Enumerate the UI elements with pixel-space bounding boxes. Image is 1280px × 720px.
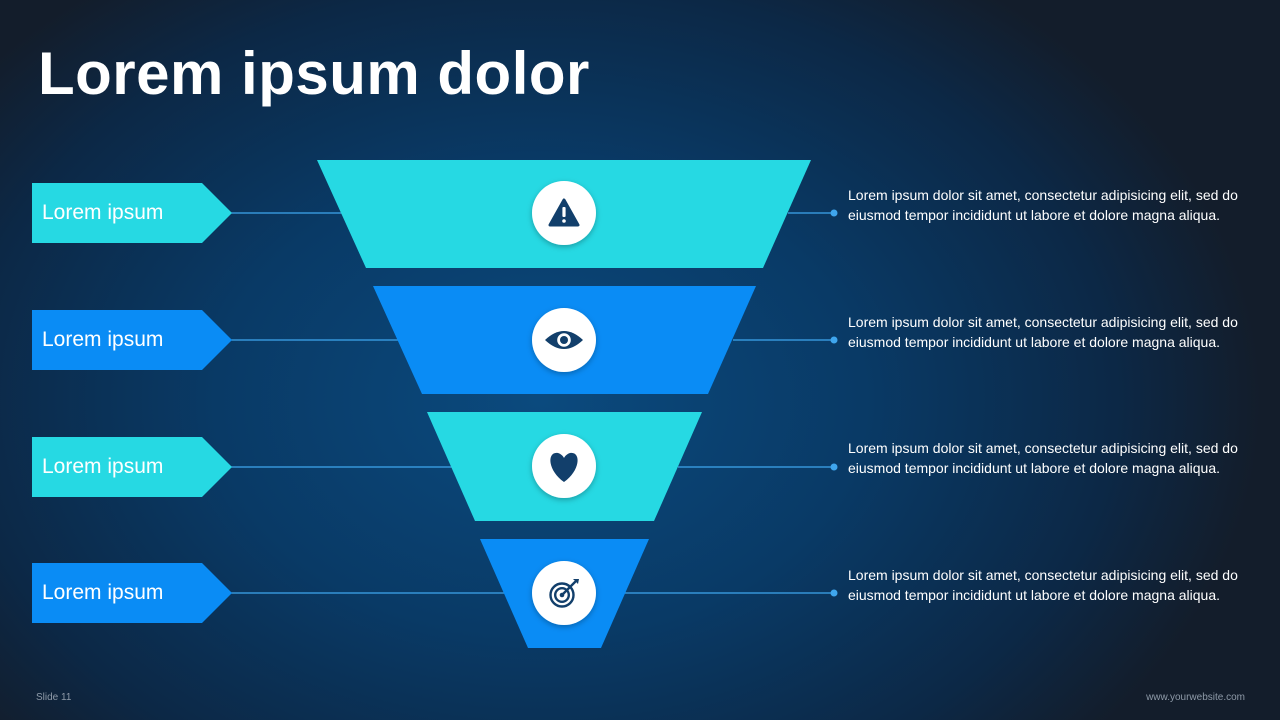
warning-icon	[548, 198, 580, 227]
connector-dot-1	[830, 209, 838, 217]
stage-label-2-text: Lorem ipsum	[42, 328, 164, 351]
connector-dot-2	[830, 336, 838, 344]
website-link: www.yourwebsite.com	[1146, 692, 1245, 703]
connector-dot-4	[830, 589, 838, 597]
stage-description-4: Lorem ipsum dolor sit amet, consectetur …	[848, 567, 1238, 603]
stage-label-1-text: Lorem ipsum	[42, 201, 164, 224]
stage-label-3: Lorem ipsum	[32, 437, 232, 497]
stage-label-3-text: Lorem ipsum	[42, 455, 164, 478]
stage-label-2: Lorem ipsum	[32, 310, 232, 370]
slide-number: Slide 11	[36, 692, 72, 703]
connector-dot-3	[830, 463, 838, 471]
heart-icon	[550, 452, 578, 482]
stage-label-4: Lorem ipsum	[32, 563, 232, 623]
slide-title: Lorem ipsum dolor	[38, 40, 590, 107]
target-icon	[549, 579, 579, 608]
stage-label-1: Lorem ipsum	[32, 183, 232, 243]
eye-icon	[545, 331, 583, 349]
stage-label-4-text: Lorem ipsum	[42, 581, 164, 604]
stage-description-3: Lorem ipsum dolor sit amet, consectetur …	[848, 440, 1238, 476]
stage-description-2: Lorem ipsum dolor sit amet, consectetur …	[848, 314, 1238, 350]
stage-description-1: Lorem ipsum dolor sit amet, consectetur …	[848, 187, 1238, 223]
